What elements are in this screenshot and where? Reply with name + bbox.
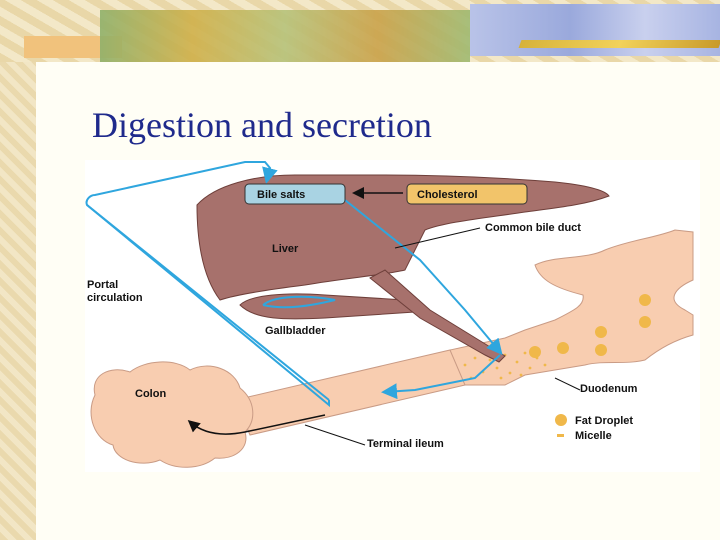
liver-label: Liver (272, 243, 299, 255)
cholesterol-label: Cholesterol (417, 189, 478, 201)
colon-flow-arrow (187, 414, 326, 435)
colon-shape (90, 361, 254, 468)
portal-circulation-label-2: circulation (87, 292, 143, 304)
duodenum-shape (447, 229, 694, 386)
legend: Fat Droplet Micelle (555, 414, 633, 442)
portal-circulation-label-1: Portal (87, 279, 118, 291)
colon-label: Colon (135, 388, 166, 400)
bile-salts-box (244, 183, 346, 205)
cholesterol-box (406, 183, 528, 205)
bile-flow-path (85, 161, 503, 408)
decorative-leaf-banner (100, 10, 470, 62)
gallbladder-label: Gallbladder (265, 325, 326, 337)
duodenum-leader (554, 377, 581, 391)
legend-fat-droplet-label: Fat Droplet (575, 415, 633, 427)
duodenum-label: Duodenum (580, 383, 638, 395)
bile-circulation-diagram: Bile salts Cholesterol Common bile duct … (85, 160, 700, 472)
background-texture-left (0, 0, 36, 540)
decorative-flower-banner (470, 4, 720, 56)
terminal-ileum-label: Terminal ileum (367, 438, 444, 450)
decorative-gold-stroke (518, 40, 720, 48)
bile-salts-label: Bile salts (257, 189, 305, 201)
terminal-ileum-leader (304, 424, 366, 446)
fat-droplets (529, 294, 651, 358)
slide-title: Digestion and secretion (92, 105, 432, 145)
diagram-svg: Bile salts Cholesterol Common bile duct … (85, 161, 694, 468)
terminal-ileum-shape (234, 349, 466, 436)
legend-micelle-swatch (557, 434, 564, 437)
common-bile-duct-label: Common bile duct (485, 222, 581, 234)
legend-fat-droplet-swatch (555, 414, 567, 426)
liver-shape (196, 174, 610, 301)
decorative-accent-bar (24, 36, 122, 58)
common-bile-duct-shape (369, 269, 506, 363)
common-bile-duct-leader (394, 227, 481, 249)
legend-micelle-label: Micelle (575, 430, 612, 442)
